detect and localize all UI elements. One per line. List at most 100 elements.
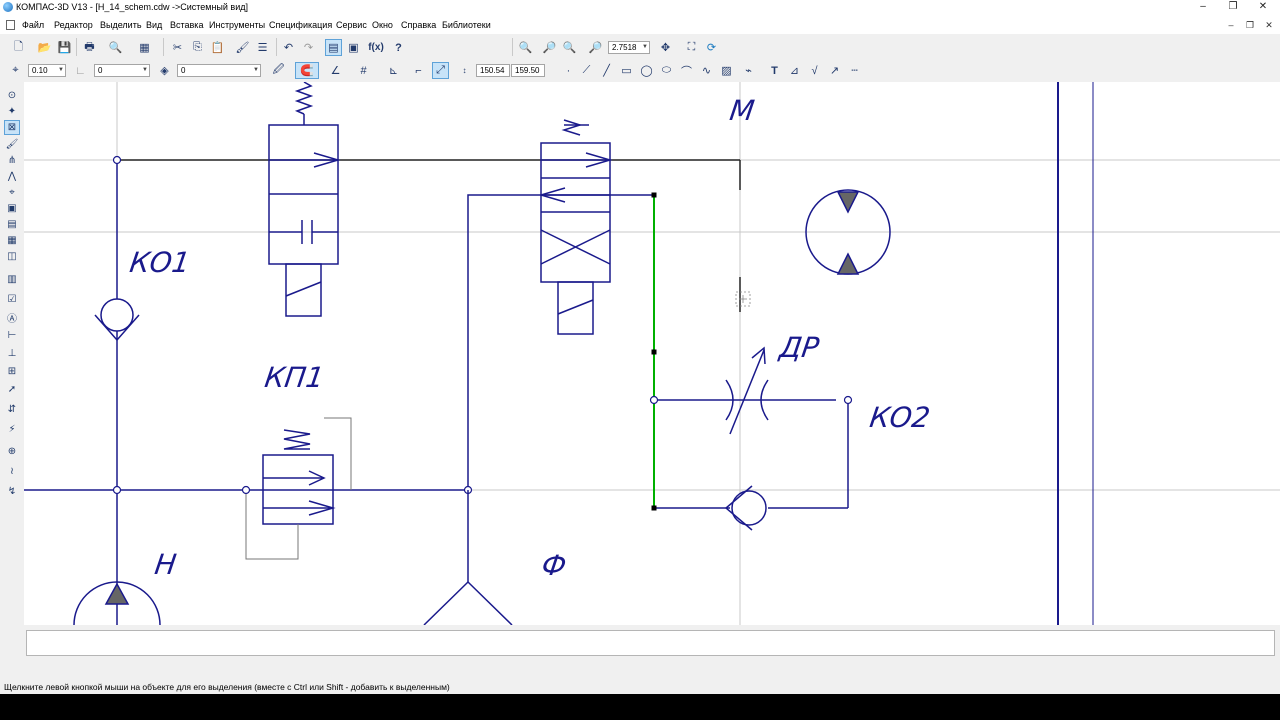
menu-edit[interactable]: Редактор (54, 20, 93, 30)
refresh-icon[interactable]: ⟳ (706, 42, 717, 54)
mdi-restore-icon[interactable]: ❐ (1245, 20, 1255, 30)
measure-icon[interactable]: ⋀ (7, 171, 17, 182)
crosshair-icon[interactable]: ⊕ (7, 446, 17, 457)
tree-view-icon[interactable]: ▤ (325, 39, 342, 56)
document-icon[interactable] (6, 20, 15, 30)
menu-service[interactable]: Сервис (336, 20, 367, 30)
zoom-scale-icon[interactable]: 🔎 (588, 42, 603, 54)
arc-icon[interactable]: ⌒ (681, 65, 692, 78)
print-preview-icon[interactable]: 🔍 (108, 42, 123, 54)
parametrization-icon[interactable]: ⋔ (7, 155, 17, 166)
layer-tool-icon[interactable]: ⇵ (7, 404, 17, 415)
copy-properties-icon[interactable]: 🖌 (235, 42, 250, 54)
segment-icon[interactable]: ╱ (603, 65, 610, 77)
grid-icon[interactable]: # (360, 64, 367, 77)
selection-handle[interactable] (651, 505, 657, 511)
spec-icon[interactable]: ▤ (7, 219, 17, 230)
properties-icon[interactable]: ☰ (257, 42, 268, 54)
angle-icon[interactable]: ∟ (75, 64, 86, 77)
drawing-canvas[interactable]: M КО1 КП1 ДР КО2 Н Ф (24, 82, 1280, 625)
document-manager-icon[interactable]: ▦ (139, 42, 150, 54)
save-icon[interactable]: 💾 (57, 42, 72, 54)
parametric-mode-icon[interactable]: ⤢ (432, 62, 449, 79)
new-document-icon[interactable]: 🗋 (14, 41, 23, 53)
menu-window[interactable]: Окно (372, 20, 393, 30)
menu-libraries[interactable]: Библиотеки (442, 20, 491, 30)
leader-icon[interactable]: ↗ (829, 65, 840, 77)
geometry-panel-icon[interactable]: ⊙ (7, 90, 17, 101)
show-all-icon[interactable]: ⛶ (687, 41, 696, 53)
menu-select[interactable]: Выделить (100, 20, 142, 30)
fx-variables-button[interactable]: f(x) (368, 42, 384, 53)
angle-combo[interactable]: 0▼ (94, 64, 150, 77)
leader-tool-icon[interactable]: ⊢ (7, 330, 17, 341)
layer-combo[interactable]: 0▼ (177, 64, 261, 77)
zoom-in-icon[interactable]: 🔎 (542, 42, 557, 54)
ortho-mode-icon[interactable]: ⌐ (415, 64, 422, 77)
print-icon[interactable]: 🖶 (84, 41, 95, 53)
break-icon[interactable]: ↯ (7, 486, 17, 497)
zoom-combo[interactable]: 2.7518▼ (608, 41, 650, 54)
redo-icon[interactable]: ↷ (303, 42, 314, 54)
contour-icon[interactable]: ⌁ (745, 65, 752, 77)
menu-view[interactable]: Вид (146, 20, 163, 30)
open-folder-icon[interactable]: 📂 (37, 42, 52, 54)
selection-handle[interactable] (651, 192, 657, 198)
mdi-close-icon[interactable]: ✕ (1265, 20, 1273, 30)
select-icon[interactable]: ⌖ (9, 187, 15, 198)
insert-icon[interactable]: ◫ (7, 251, 17, 262)
cursor-y-field[interactable]: 159.50 (511, 64, 545, 77)
step-combo[interactable]: 0.10▼ (28, 64, 66, 77)
dimension-icon[interactable]: ⊿ (789, 65, 800, 77)
variables-icon[interactable]: ▣ (348, 42, 359, 54)
arrow-tool-icon[interactable]: ➚ (7, 384, 17, 395)
edit-panel-icon[interactable]: 🖌 (5, 139, 19, 150)
layers-icon[interactable]: ◈ (160, 65, 169, 77)
properties-brush-icon[interactable]: 🖉 (272, 64, 285, 76)
undo-icon[interactable]: ↶ (283, 42, 294, 54)
maximize-button[interactable]: ❐ (1218, 0, 1248, 16)
menu-insert[interactable]: Вставка (170, 20, 204, 30)
text-tool-icon[interactable]: Ⓐ (7, 314, 17, 325)
minimize-button[interactable]: – (1188, 0, 1218, 16)
wave-line-icon[interactable]: ≀ (10, 466, 14, 477)
selection-handle[interactable] (651, 349, 657, 355)
command-input-area[interactable] (26, 630, 1275, 656)
point-tool-icon[interactable]: ✦ (7, 106, 17, 117)
ellipse-icon[interactable]: ⬭ (661, 64, 672, 76)
menu-tools[interactable]: Инструменты (209, 20, 266, 30)
menu-specification[interactable]: Спецификация (269, 20, 333, 30)
check-icon[interactable]: ☑ (7, 294, 17, 305)
context-help-button[interactable]: ? (395, 41, 402, 54)
coordinate-system-icon[interactable]: ⊾ (388, 65, 399, 77)
spline-icon[interactable]: ∿ (701, 65, 712, 77)
hatch-icon[interactable]: ▨ (721, 65, 732, 77)
local-cs-icon[interactable]: ∠ (330, 65, 341, 77)
point-icon[interactable]: · (566, 64, 571, 77)
lightning-icon[interactable]: ⚡ (8, 424, 16, 435)
snap-magnet-icon[interactable]: 🧲 (295, 62, 319, 79)
menu-file[interactable]: Файл (22, 20, 45, 30)
pan-icon[interactable]: ✥ (660, 42, 671, 54)
base-icon[interactable]: ⊥ (7, 348, 17, 359)
mdi-minimize-icon[interactable]: – (1228, 20, 1234, 30)
roughness-icon[interactable]: √ (811, 64, 818, 77)
zoom-window-icon[interactable]: 🔍 (518, 42, 533, 54)
copy-icon[interactable]: ⎘ (193, 41, 202, 53)
associative-views-icon[interactable]: ▣ (7, 203, 17, 214)
close-button[interactable]: ✕ (1248, 0, 1278, 16)
reports-icon[interactable]: ▦ (7, 235, 17, 246)
cut-icon[interactable]: ✂ (172, 42, 183, 54)
circle-icon[interactable]: ◯ (640, 65, 653, 77)
auxiliary-line-icon[interactable]: ⟋ (582, 64, 591, 76)
paste-icon[interactable]: 📋 (210, 42, 225, 54)
zoom-out-icon[interactable]: 🔍 (562, 42, 577, 54)
menu-help[interactable]: Справка (401, 20, 437, 30)
cursor-step-icon[interactable]: ⌖ (12, 64, 19, 76)
rectangle-icon[interactable]: ▭ (621, 65, 632, 77)
table-icon[interactable]: ▥ (7, 274, 17, 285)
dimensions-panel-icon[interactable]: ⊠ (4, 120, 20, 135)
tolerance-icon[interactable]: ⊞ (7, 366, 17, 377)
text-icon[interactable]: T (771, 64, 778, 77)
cursor-x-field[interactable]: 150.54 (476, 64, 510, 77)
